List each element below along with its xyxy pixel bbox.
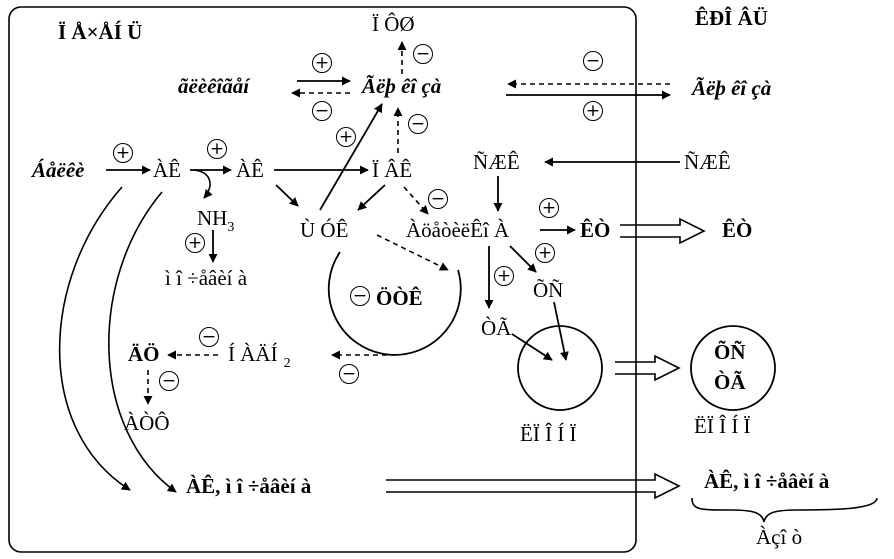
lpon-blood-circle bbox=[690, 325, 776, 411]
node-tg: ÒÃ bbox=[481, 316, 512, 340]
arrow-ak-to-uok bbox=[275, 184, 299, 207]
plus-sign-kt: + bbox=[539, 198, 559, 218]
node-uok: Ù ÓÊ bbox=[300, 218, 349, 242]
node-zh: ÄÖ bbox=[128, 342, 160, 366]
arrow-acetyl-to-hs bbox=[509, 245, 537, 273]
nadn-text: Í ÀÄÍ bbox=[228, 342, 278, 366]
node-lpon-blood: ËÏ Î Í Ï bbox=[694, 414, 751, 438]
minus-sign-acetyl: − bbox=[428, 189, 448, 209]
lpon-liver-circle bbox=[517, 325, 603, 411]
plus-sign-ak: + bbox=[207, 139, 227, 159]
node-tca-cycle: ÖÒÊ bbox=[376, 286, 423, 310]
liver-title: Ï Å×ÅÍ Ü bbox=[58, 20, 143, 44]
nh3-text: NH bbox=[197, 206, 228, 230]
node-pvk: Ï ÂÊ bbox=[372, 158, 413, 182]
curve-inner-to-ak-urea bbox=[108, 191, 177, 493]
double-arrow-lpon bbox=[615, 354, 681, 382]
plus-sign-hs: + bbox=[535, 243, 555, 263]
node-glycogenase: ãëèêîãåí bbox=[178, 74, 250, 98]
arrow-ak-to-nh3 bbox=[193, 169, 213, 199]
curve-outer-to-ak-urea bbox=[58, 186, 131, 491]
node-acetyl-coa: ÀöåòèëÊî À bbox=[406, 218, 510, 242]
node-urea-liver: ì î ÷åâèí à bbox=[165, 266, 248, 290]
node-ak-1: ÀÊ bbox=[153, 158, 181, 182]
arrow-pvk-to-acetyl bbox=[403, 186, 429, 215]
circle-label-tg: ÒÃ bbox=[714, 370, 746, 394]
liver-boundary bbox=[8, 6, 637, 553]
node-nitrogen: Àçî ò bbox=[756, 525, 803, 549]
minus-sign-pfsh: − bbox=[413, 44, 433, 64]
node-ak-urea-blood: ÀÊ, ì î ÷åâèí à bbox=[704, 469, 830, 493]
plus-sign-glycogenase: + bbox=[312, 53, 332, 73]
plus-sign-uok: + bbox=[336, 127, 356, 147]
nh3-subscript: 3 bbox=[227, 220, 235, 235]
node-glycogen-blood: Ãëþ êî çà bbox=[692, 76, 772, 100]
minus-sign-glycogen-blood: − bbox=[583, 51, 603, 71]
node-szhk-liver: ÑÆÊ bbox=[473, 150, 520, 174]
node-ak-urea-liver: ÀÊ, ì î ÷åâèí à bbox=[186, 474, 312, 498]
plus-sign-tg: + bbox=[494, 266, 514, 286]
node-kt-blood: ÊÒ bbox=[722, 218, 753, 242]
node-ak-2: ÀÊ bbox=[236, 158, 264, 182]
plus-sign-glycogen-blood: + bbox=[583, 101, 603, 121]
arrow-acetyl-dash-to-cycle bbox=[376, 234, 449, 271]
minus-sign-glycogenase: − bbox=[312, 101, 332, 121]
node-glycogen-liver: Ãëþ êî çà bbox=[362, 74, 442, 98]
arrow-pvk-to-uok bbox=[357, 184, 386, 211]
plus-sign-protein: + bbox=[113, 143, 133, 163]
tca-cycle-circle bbox=[327, 251, 462, 356]
minus-sign-nadn: − bbox=[339, 364, 359, 384]
node-szhk-blood: ÑÆÊ bbox=[684, 150, 731, 174]
arrow-hs-to-lpon bbox=[553, 301, 569, 361]
double-arrow-kt bbox=[620, 217, 706, 245]
node-nadn2: Í ÀÄÍ 2 bbox=[228, 342, 291, 371]
plus-sign-urea: + bbox=[185, 233, 205, 253]
node-hs: ÕÑ bbox=[533, 278, 564, 302]
minus-sign-pvk: − bbox=[408, 114, 428, 134]
nitrogen-brace bbox=[691, 497, 878, 523]
double-arrow-ak-urea bbox=[386, 472, 681, 500]
nadn-subscript: 2 bbox=[283, 356, 291, 371]
arrow-uok-to-glycogen bbox=[319, 103, 383, 211]
node-atf: ÀÒÔ bbox=[124, 411, 170, 435]
node-pfsh: Ï ÔØ bbox=[372, 12, 415, 36]
node-nh3: NH3 bbox=[197, 206, 234, 235]
node-protein: Áåëêè bbox=[32, 158, 85, 182]
node-lpon-liver: ËÏ Î Í Ï bbox=[520, 422, 577, 446]
arrow-tg-to-lpon bbox=[511, 333, 553, 361]
node-kt-liver: ÊÒ bbox=[580, 218, 611, 242]
blood-title: ÊÐÎ ÂÜ bbox=[695, 6, 768, 30]
minus-sign-atf: − bbox=[159, 371, 179, 391]
circle-label-hs: ÕÑ bbox=[714, 340, 746, 364]
minus-sign-cycle: − bbox=[350, 286, 370, 306]
minus-sign-zh: − bbox=[199, 327, 219, 347]
